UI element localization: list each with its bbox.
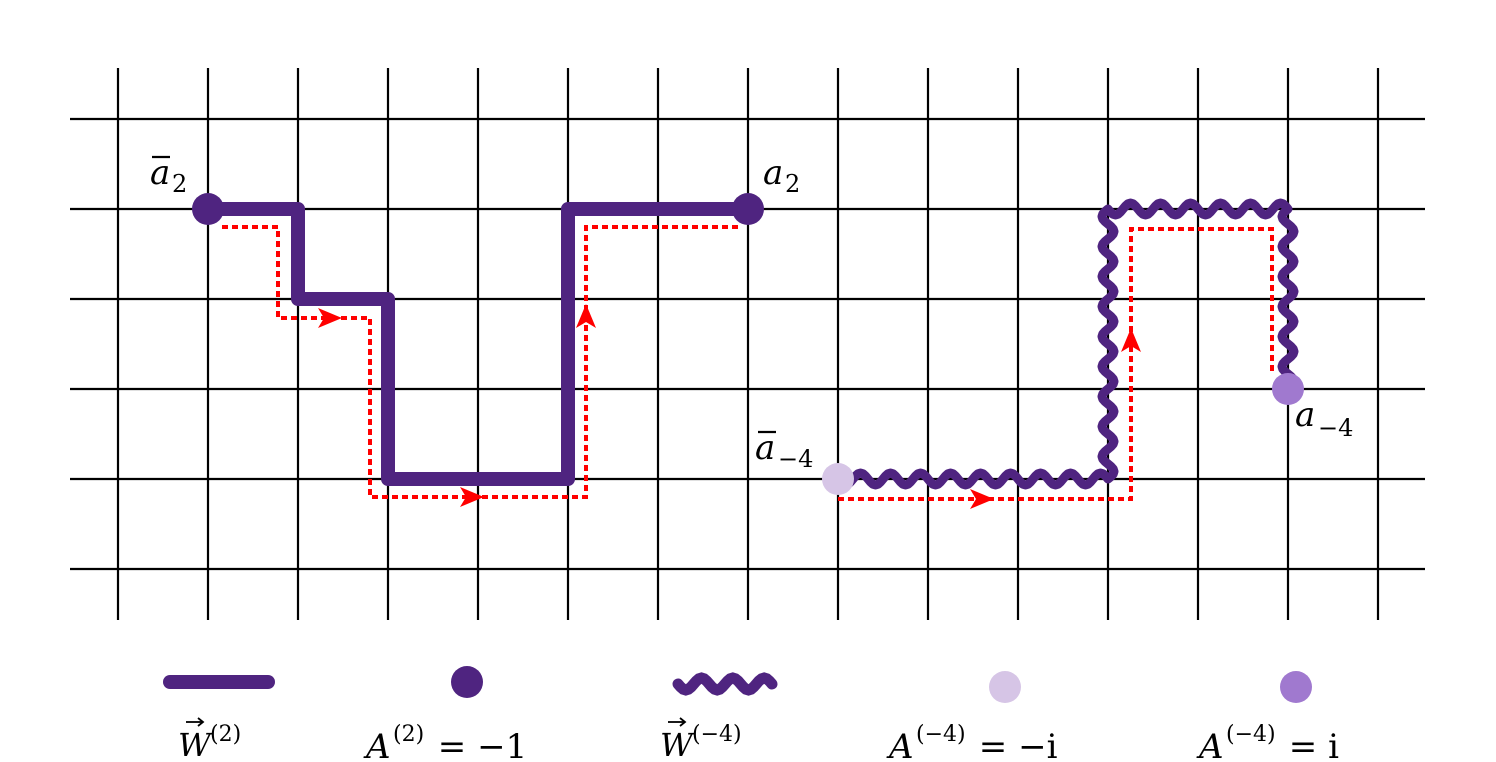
lattice-grid	[70, 68, 1425, 620]
label-a2: a 2	[763, 153, 800, 198]
label-abarm4-base: a	[755, 428, 775, 468]
legend-a2val-sup: (2)	[393, 722, 424, 747]
path-wm4	[833, 198, 1299, 490]
legend-a2val-base: A	[363, 727, 391, 762]
arrow-up-icon	[576, 304, 596, 328]
legend-am4neg-rhs: = −i	[968, 727, 1058, 762]
legend-a2-swatch	[451, 666, 483, 698]
arrow-right-icon	[460, 487, 484, 507]
endpoint-a2-dot	[732, 193, 764, 225]
label-am4-sub: −4	[1318, 414, 1353, 442]
legend-am4neg-label: A (−4) = −i	[886, 722, 1058, 762]
endpoint-am4-dot	[1272, 373, 1304, 405]
endpoint-abarm4-dot	[822, 463, 854, 495]
path-w2	[201, 202, 755, 486]
label-a2-sub: 2	[785, 170, 800, 198]
arrow-right-icon	[318, 308, 342, 328]
legend-am4pos-label: A (−4) = i	[1196, 722, 1339, 762]
arrow-right-icon	[970, 489, 994, 509]
legend-w2-sup: (2)	[210, 722, 241, 747]
legend-w2-base: W	[178, 726, 214, 762]
legend-wm4-sup: (−4)	[692, 722, 742, 747]
legend-wm4-label: W (−4)	[660, 717, 742, 762]
legend-a2val-rhs: = −1	[427, 727, 527, 762]
legend-wm4-swatch	[672, 672, 778, 696]
legend: W (2) A (2) = −1 W (−4) A (−4) = −i A (−…	[163, 666, 1339, 762]
arrow-up-icon	[1121, 328, 1141, 352]
label-abar2: a 2	[150, 153, 187, 198]
legend-am4neg-sup: (−4)	[916, 722, 966, 747]
trace-wm4	[838, 227, 1274, 501]
legend-a2val-label: A (2) = −1	[363, 722, 527, 762]
label-abarm4-sub: −4	[778, 445, 813, 473]
label-am4: a −4	[1295, 395, 1353, 442]
label-a2-base: a	[763, 153, 783, 193]
legend-am4pos-rhs: = i	[1278, 727, 1339, 762]
trace-w2	[222, 225, 738, 499]
label-abarm4: a −4	[755, 428, 813, 473]
legend-am4pos-base: A	[1196, 727, 1224, 762]
legend-am4pos-swatch	[1280, 671, 1312, 703]
legend-am4neg-swatch	[989, 671, 1021, 703]
label-abar2-sub: 2	[172, 170, 187, 198]
label-am4-base: a	[1295, 395, 1315, 435]
legend-w2-label: W (2)	[178, 717, 241, 762]
vector-arrowhead	[679, 717, 687, 727]
endpoint-abar2-dot	[192, 193, 224, 225]
legend-am4neg-base: A	[886, 727, 914, 762]
vector-arrowhead	[197, 717, 205, 727]
legend-wm4-base: W	[660, 726, 696, 762]
label-abar2-base: a	[150, 153, 170, 193]
legend-am4pos-sup: (−4)	[1226, 722, 1276, 747]
